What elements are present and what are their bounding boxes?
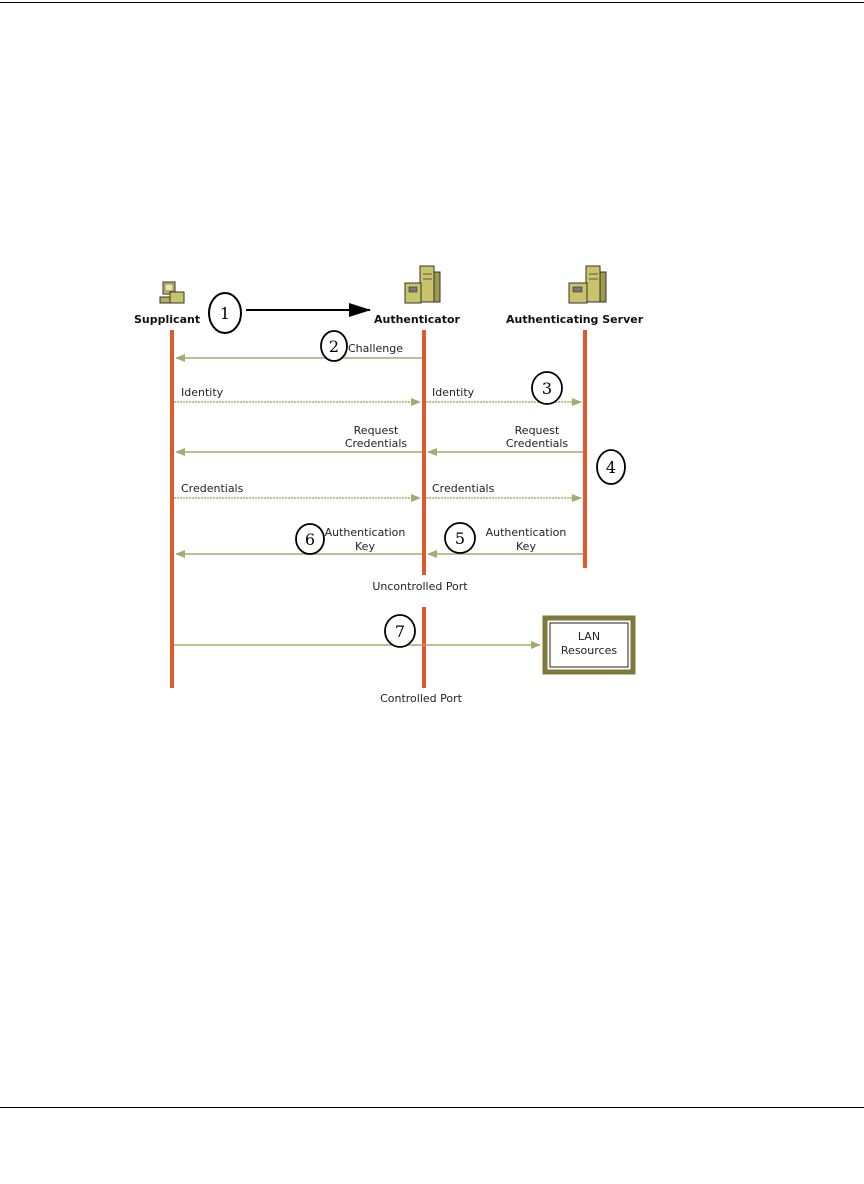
identity-label-1: Identity	[181, 386, 224, 399]
bottom-rule	[0, 1107, 864, 1108]
step-1-marker: 1	[208, 292, 242, 334]
step-7-number: 7	[395, 622, 405, 641]
authenticating-server-label: Authenticating Server	[506, 313, 644, 326]
top-rule	[0, 2, 864, 3]
credentials-label-2: Credentials	[432, 482, 495, 495]
request-label-1-line2: Credentials	[345, 437, 408, 450]
lan-resources-line2: Resources	[561, 644, 617, 657]
authenticator-server-icon	[404, 265, 441, 304]
supplicant-computer-icon	[159, 281, 185, 304]
controlled-port-label: Controlled Port	[380, 692, 463, 705]
step-2-number: 2	[329, 337, 339, 356]
uncontrolled-port-label: Uncontrolled Port	[372, 580, 468, 593]
step-4-number: 4	[606, 458, 616, 477]
authenticating-server-icon	[568, 265, 607, 304]
request-label-2-line2: Credentials	[506, 437, 569, 450]
identity-label-2: Identity	[432, 386, 475, 399]
step-1-number: 1	[220, 304, 230, 323]
credentials-label-1: Credentials	[181, 482, 244, 495]
supplicant-label: Supplicant	[134, 313, 200, 326]
step-4-marker: 4	[596, 449, 626, 485]
authentication-key-label-2-line1: Authentication	[486, 526, 567, 539]
step-3-marker: 3	[531, 371, 563, 405]
step-3-number: 3	[542, 379, 552, 398]
step-2-marker: 2	[320, 330, 348, 362]
request-label-2-line1: Request	[515, 424, 560, 437]
authentication-key-label-1-line2: Key	[355, 540, 375, 553]
step-5-marker: 5	[444, 522, 476, 554]
authentication-key-label-1-line1: Authentication	[325, 526, 406, 539]
challenge-label: Challenge	[348, 342, 403, 355]
lan-resources-line1: LAN	[578, 630, 600, 643]
step-7-marker: 7	[384, 614, 416, 648]
step-6-marker: 6	[295, 523, 325, 555]
step-5-number: 5	[455, 529, 465, 548]
authentication-key-label-2-line2: Key	[516, 540, 536, 553]
request-label-1-line1: Request	[354, 424, 399, 437]
lan-resources-box: LAN Resources	[542, 615, 636, 675]
step-6-number: 6	[305, 530, 315, 549]
authenticator-label: Authenticator	[374, 313, 461, 326]
